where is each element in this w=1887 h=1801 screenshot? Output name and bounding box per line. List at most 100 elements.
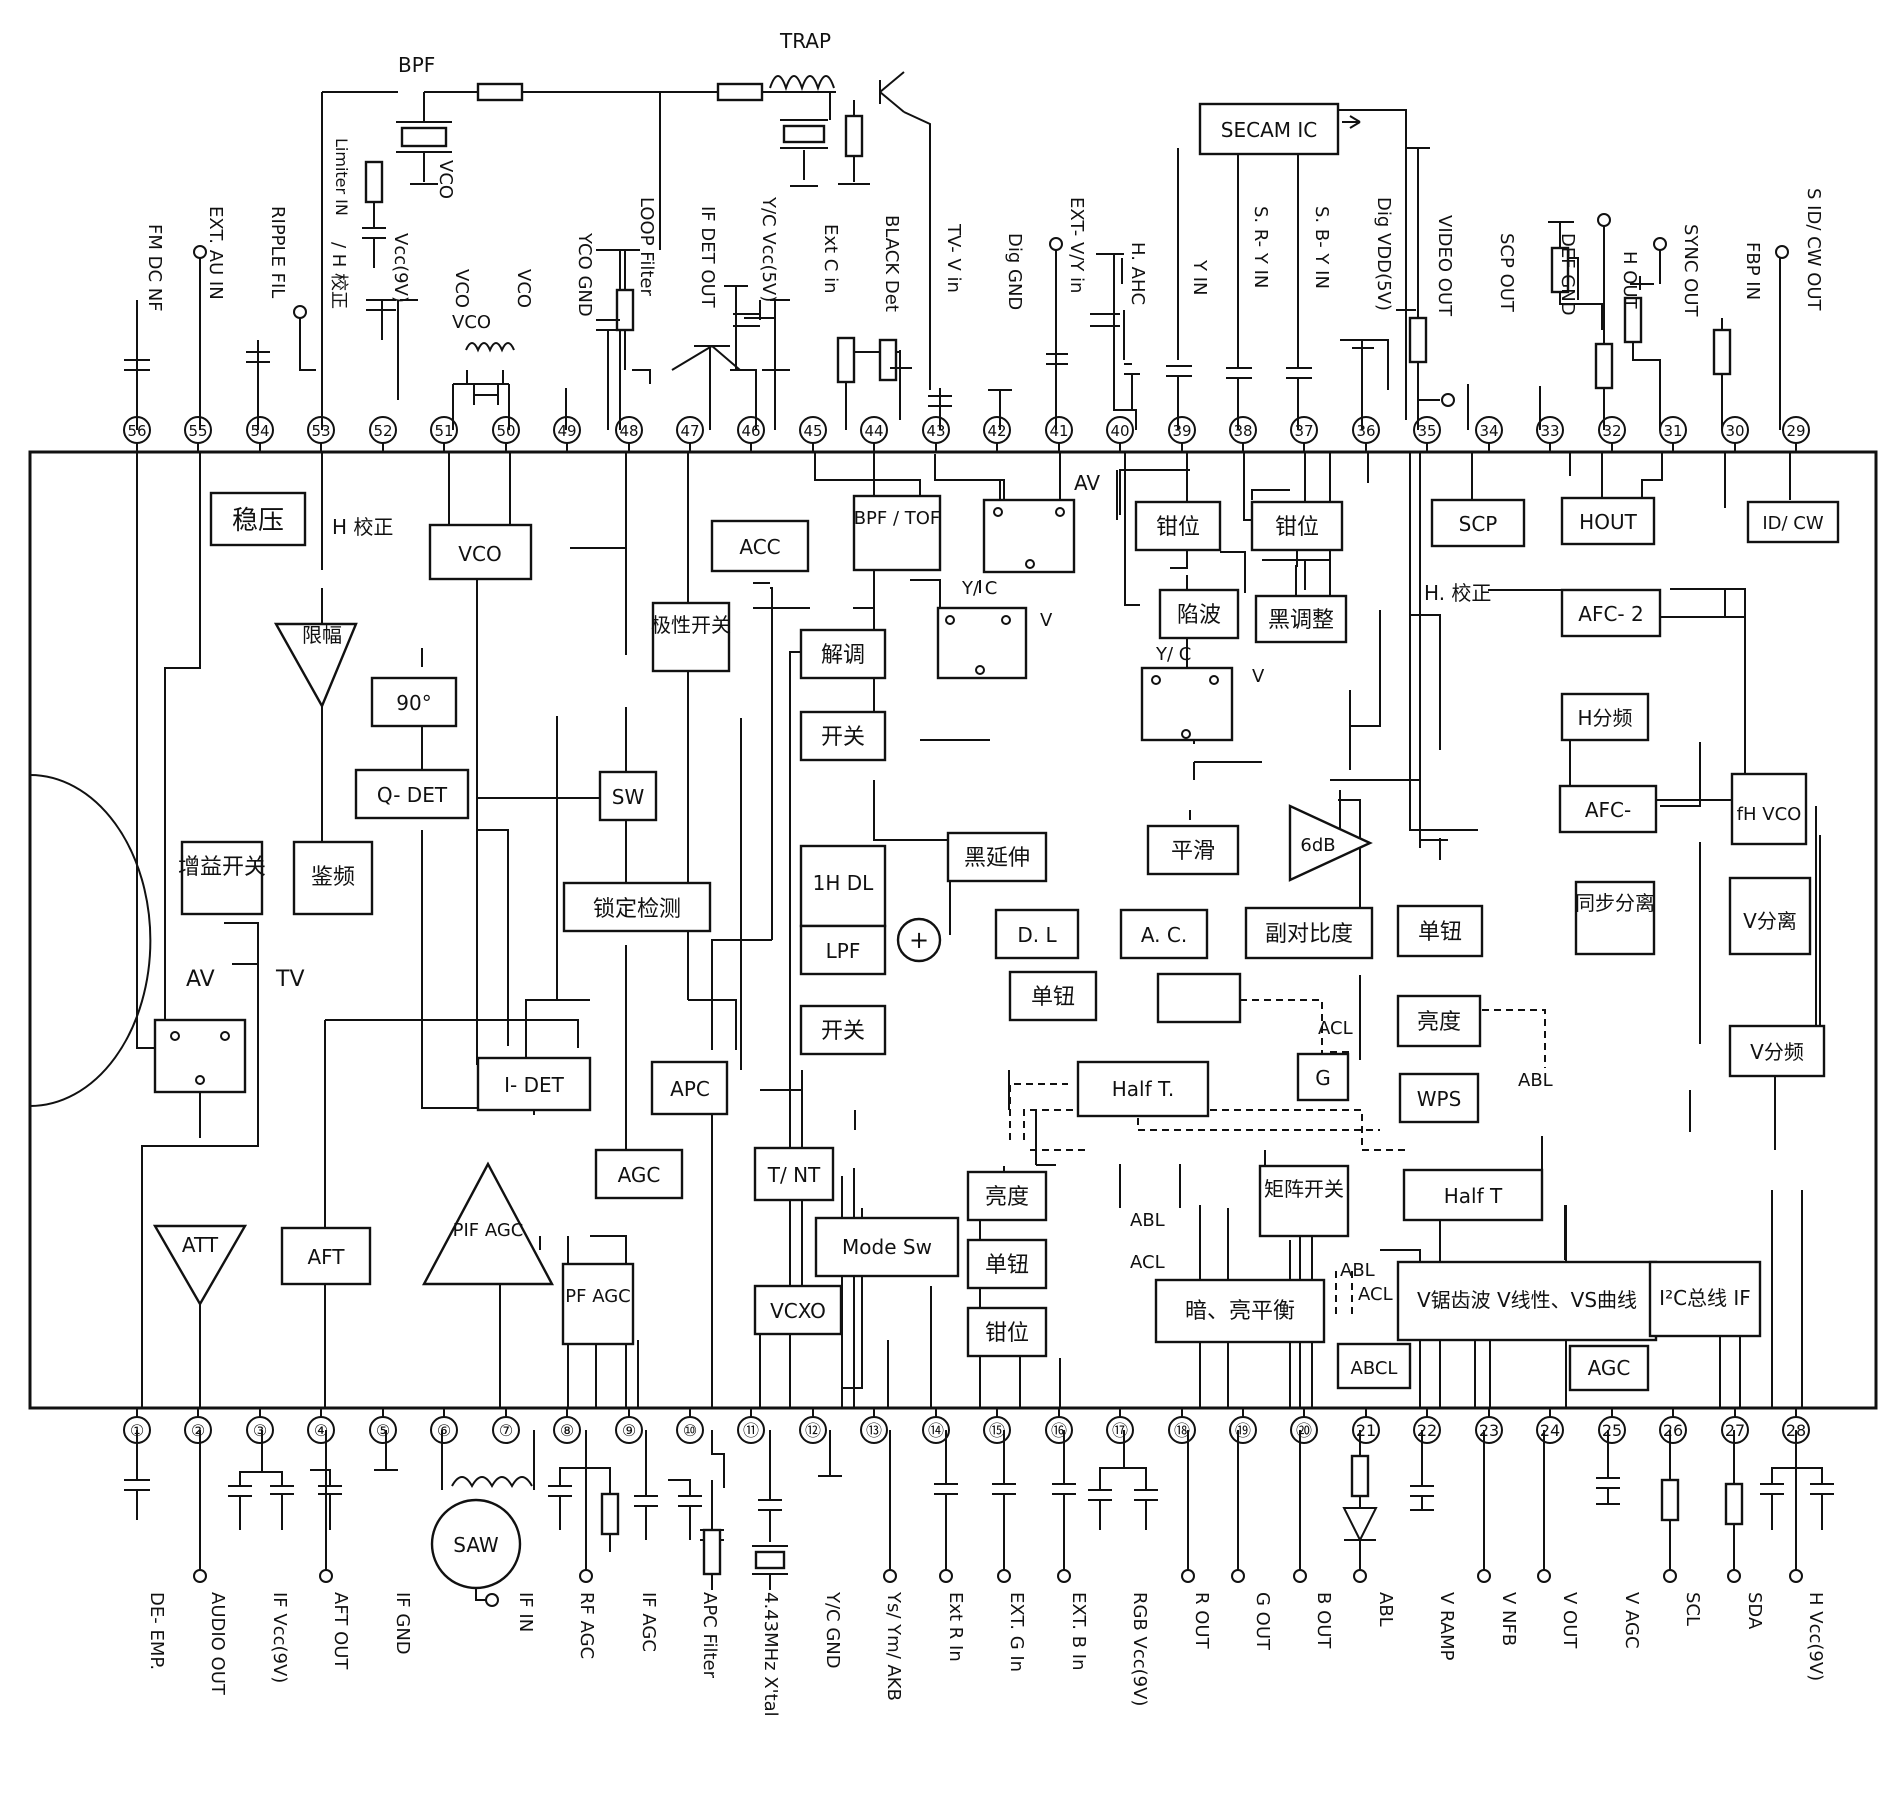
label-v-1: V: [1040, 610, 1053, 631]
pin-bottom-25: [1598, 1416, 1626, 1444]
pin-bottom-label: IF GND: [392, 1592, 413, 1655]
block-abcl: [1336, 1342, 1412, 1390]
pin-bottom-number: ③: [253, 1421, 267, 1440]
pin-top-41: [1045, 416, 1073, 444]
pin-bottom-22: [1413, 1416, 1441, 1444]
pin-top-label: / H 校正: [328, 242, 349, 309]
pin-bottom-26: [1659, 1416, 1687, 1444]
pin-bottom-number: ⑬: [866, 1421, 882, 1440]
block-halft-1-label: Half T.: [1112, 1077, 1174, 1101]
pin-bottom-label: V RAMP: [1436, 1592, 1457, 1661]
block-apc: [650, 1060, 729, 1116]
label-acl-1: ACL: [1318, 1018, 1353, 1039]
pin-bottom-label: Y/C GND: [822, 1591, 843, 1669]
block-fm-discriminator-label: 鉴频: [311, 865, 355, 890]
block-clamp-2-label: 钳位: [1275, 515, 1319, 540]
block-unicontrol-3: [966, 1238, 1048, 1290]
pin-top-number: 39: [1172, 422, 1191, 440]
block-mode-sw: [814, 1216, 960, 1278]
label-av-left: AV: [186, 967, 215, 992]
block-abcl-label: ABCL: [1351, 1358, 1398, 1379]
pin-bottom-6: [430, 1416, 458, 1444]
label-av-top: AV: [1074, 471, 1100, 495]
pin-bottom-label: APC Filter: [699, 1592, 720, 1679]
pin-bottom-number: 26: [1663, 1421, 1683, 1440]
pin-top-label: RIPPLE FIL: [267, 206, 288, 298]
pin-top-number: 47: [680, 422, 699, 440]
pin-top-33: [1536, 416, 1564, 444]
pin-top-43: [922, 416, 950, 444]
pin-bottom-label: B OUT: [1313, 1592, 1334, 1649]
adder-symbol: [896, 917, 942, 963]
block-sw-label: SW: [612, 785, 645, 809]
pin-top-number: 34: [1479, 422, 1498, 440]
block-h-divider: [1560, 692, 1650, 742]
pin-top-44: [860, 416, 888, 444]
block-gain-switch-label: 增益开关: [178, 855, 266, 880]
pin-top-number: 33: [1540, 422, 1559, 440]
block-qdet-label: Q- DET: [377, 783, 448, 807]
block-agc-25-label: AGC: [1588, 1356, 1631, 1380]
block-90deg-label: 90°: [396, 691, 431, 715]
pin-top-label: FM DC NF: [144, 224, 165, 312]
block-acc-label: ACC: [739, 535, 780, 559]
block-fm-discriminator: [292, 840, 374, 916]
pin-bottom-5: [369, 1416, 397, 1444]
pin-top-number: 51: [434, 422, 453, 440]
block-switch-2-label: 开关: [821, 1019, 865, 1044]
block-halft-2: [1402, 1168, 1544, 1222]
pin-bottom-label: R OUT: [1191, 1592, 1212, 1650]
block-black-stretch: [946, 831, 1048, 883]
pin-top-number: 55: [188, 422, 207, 440]
pin-bottom-label: IF IN: [515, 1592, 536, 1632]
block-clamp-3-label: 钳位: [985, 1321, 1029, 1346]
pin-top-label: IF DET OUT: [697, 206, 718, 309]
block-v-separator: [1728, 876, 1812, 956]
block-hout: [1560, 496, 1656, 546]
external-components-bottom: [124, 1430, 1834, 1607]
pin-top-label: SYNC OUT: [1680, 224, 1701, 318]
label-abl-1: ABL: [1518, 1070, 1553, 1091]
pin-top-39: [1168, 416, 1196, 444]
pin-bottom-number: ⑫: [805, 1421, 821, 1440]
block-smooth: [1146, 824, 1240, 876]
pin-top-number: 32: [1602, 422, 1621, 440]
pin-bottom-label: AUDIO OUT: [207, 1592, 228, 1696]
pin-top-label: BLACK Det: [881, 215, 902, 312]
pin-top-52: [369, 416, 397, 444]
pin-bottom-number: 21: [1356, 1421, 1376, 1440]
block-sub-contrast-label: 副对比度: [1265, 922, 1353, 947]
pin-top-label: EXT- V/Y in: [1066, 197, 1087, 293]
block-brightness-1-label: 亮度: [1417, 1010, 1461, 1035]
pin-top-label: H OUT: [1619, 251, 1640, 310]
block-1h-dl-label: 1H DL: [813, 871, 875, 895]
pin-bottom-19: [1229, 1416, 1257, 1444]
pin-top-38: [1229, 416, 1257, 444]
block-ac-label: A. C.: [1141, 923, 1187, 947]
block-black-adjust-label: 黑调整: [1268, 608, 1334, 633]
pin-top-number: 37: [1294, 422, 1313, 440]
switch-symbols: +: [153, 498, 1234, 1094]
block-g: [1296, 1052, 1350, 1102]
chip-notch: [29, 774, 152, 1107]
block-lock-detect-label: 锁定检测: [593, 897, 681, 922]
label-h-correct-right: H. 校正: [1424, 581, 1491, 605]
pin-bottom-number: ⑱: [1174, 1421, 1190, 1440]
block-regulator-label: 稳压: [232, 506, 284, 536]
block-6db-label: 6dB: [1300, 835, 1335, 856]
block-wps: [1398, 1072, 1480, 1124]
pin-top-label: VIDEO OUT: [1434, 215, 1455, 317]
pin-top-35: [1413, 416, 1441, 444]
pin-bottom-4: [307, 1416, 335, 1444]
block-afc1-label: AFC-: [1585, 798, 1631, 822]
block-halft-2-label: Half T: [1444, 1184, 1503, 1208]
block-switch-1-label: 开关: [821, 725, 865, 750]
pin-top-label: S. B- Y IN: [1311, 206, 1332, 289]
block-vcxo: [753, 1284, 843, 1336]
pin-top-label: Dig GND: [1004, 233, 1025, 310]
pin-top-label: YCO GND: [574, 232, 595, 317]
block-scp-label: SCP: [1459, 512, 1498, 536]
block-brightness-2: [966, 1170, 1048, 1222]
